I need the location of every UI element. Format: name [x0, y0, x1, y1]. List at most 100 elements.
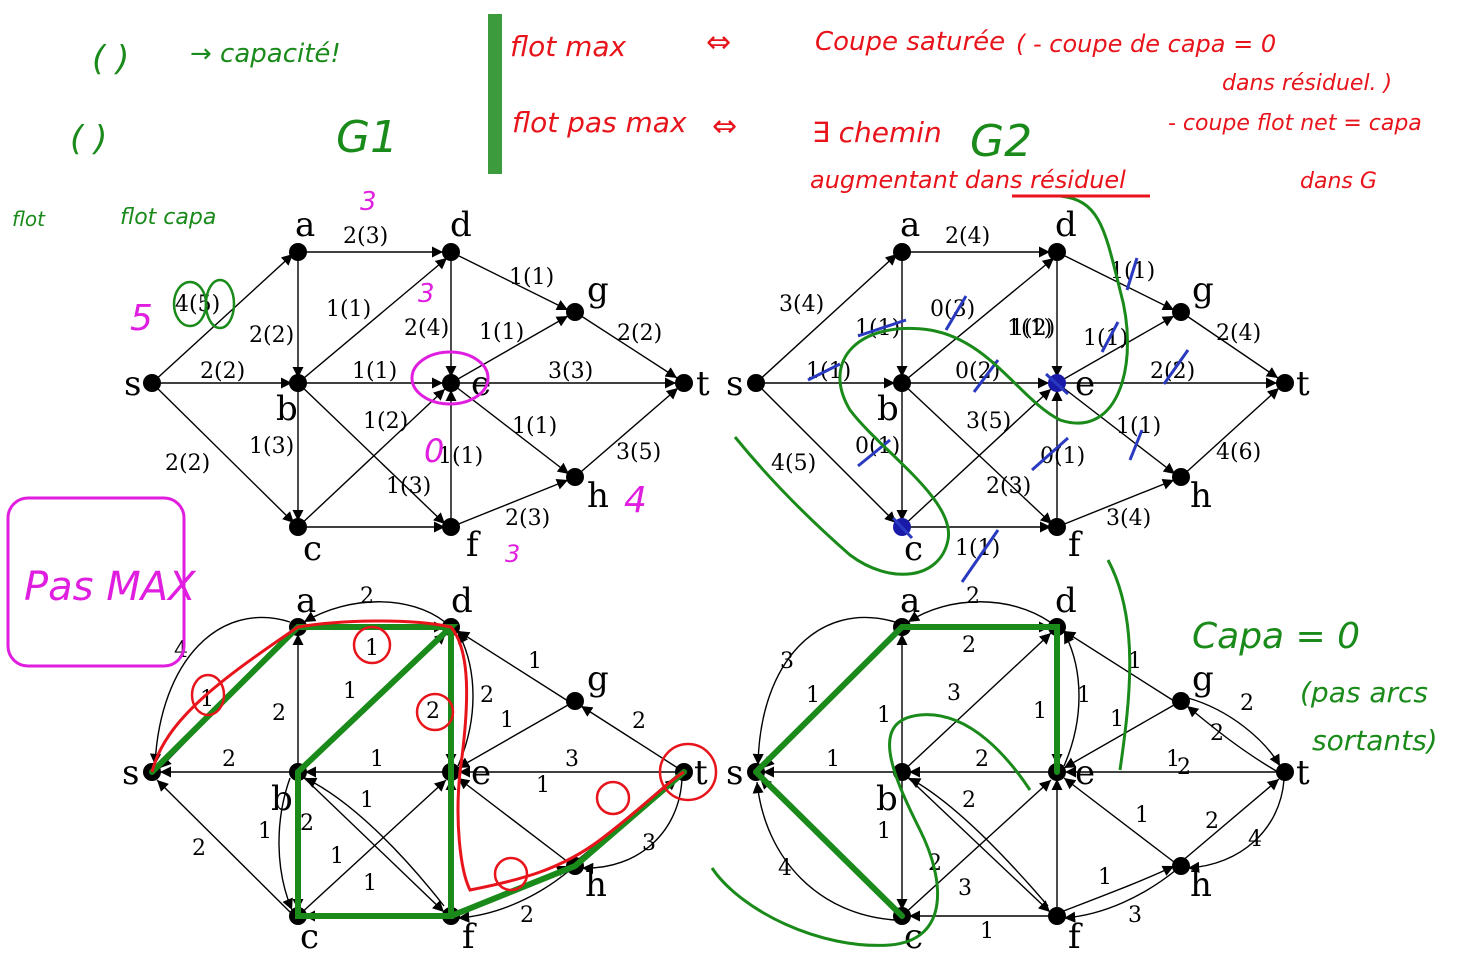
mag-3-a: 3: [360, 187, 377, 217]
flot-max-text: flot max: [510, 30, 627, 63]
edge-label: 1(3): [386, 474, 431, 499]
exists-chemin-text: ∃ chemin: [812, 116, 942, 149]
edge-label: 1(3): [249, 434, 294, 459]
node-d: [442, 243, 460, 261]
line2-right-text: - coupe flot net = capa: [1168, 111, 1422, 136]
mag-4: 4: [624, 480, 647, 521]
node-s: [143, 374, 161, 392]
node-label-b: b: [876, 779, 898, 819]
node-label-t: t: [696, 364, 710, 404]
edge-label: 4: [1248, 827, 1262, 852]
node-label-s: s: [124, 364, 141, 404]
edge-label: 2: [192, 836, 206, 861]
legend-flot: flot: [12, 207, 46, 231]
node-label-f: f: [462, 917, 477, 955]
node-g: [566, 692, 584, 710]
node-label-t: t: [1296, 753, 1310, 793]
edge-label: 2(2): [200, 359, 245, 384]
edge-label: 1: [1033, 699, 1047, 724]
edge-label: 1: [826, 747, 840, 772]
flot-pas-max-text: flot pas max: [512, 106, 687, 139]
edge-label: 2: [1210, 721, 1224, 746]
edge-label: 3: [947, 681, 961, 706]
edge-label: 3(5): [616, 440, 661, 465]
pas-arcs-text: (pas arcs: [1300, 676, 1428, 709]
edge-label: 4(5): [175, 292, 220, 317]
node-label-d: d: [450, 205, 472, 245]
node-label-c: c: [303, 529, 322, 569]
edge-label: 1: [1098, 865, 1112, 890]
node-f: [1048, 518, 1066, 536]
graph-g1: s a b c d e f g h t 2(3) 4(5) 2(2) 2(2) …: [124, 205, 710, 569]
edge-label: 2: [480, 683, 494, 708]
coupe-saturee-text: Coupe saturée: [815, 27, 1005, 57]
edge-label: 2: [360, 584, 374, 609]
edge-label: 2(2): [249, 323, 294, 348]
edge-label: 2(2): [165, 451, 210, 476]
pas-max-text: Pas MAX: [24, 564, 197, 610]
node-label-a: a: [295, 205, 315, 245]
node-label-b: b: [271, 779, 293, 819]
equiv-1: ⇔: [706, 25, 731, 60]
edge-label: 3(5): [966, 409, 1011, 434]
node-d: [1048, 243, 1066, 261]
legend-paren-2: ( ): [70, 119, 107, 159]
node-label-g: g: [587, 270, 609, 310]
node-label-b: b: [276, 389, 298, 429]
node-f: [1048, 907, 1066, 925]
edge-label: 3: [565, 747, 579, 772]
cut-curve-r2: [710, 713, 1032, 947]
node-label-c: c: [300, 917, 319, 955]
edge-label: 2: [426, 699, 440, 724]
magenta-circle-e: [410, 350, 490, 406]
line1-right-text: ( - coupe de capa = 0: [1016, 30, 1276, 58]
mag-5: 5: [130, 298, 153, 339]
legend-paren-1: ( ): [92, 39, 129, 79]
node-label-a: a: [296, 581, 316, 621]
edge-label: 2: [632, 709, 646, 734]
edge-label: 2: [1240, 691, 1254, 716]
edge-label: 1: [1135, 803, 1149, 828]
node-label-g: g: [1192, 659, 1214, 699]
legend-capacity: → capacité!: [190, 39, 341, 69]
edge-label: 1(1): [479, 320, 524, 345]
edge-label: 2: [272, 701, 286, 726]
mag-0: 0: [424, 432, 444, 470]
residual-graph-2: s a b c d e f g h t 2 2 3 1 3 1 1 1 1 2 …: [710, 559, 1310, 955]
edge-label: 1(1): [1007, 316, 1052, 341]
edge-label: 2(3): [505, 506, 550, 531]
node-b: [289, 374, 307, 392]
edge-label: 1(1): [326, 297, 371, 322]
node-label-h: h: [1190, 476, 1212, 516]
node-a: [289, 243, 307, 261]
edge-label: 1: [1077, 683, 1091, 708]
line2-right2-text: dans G: [1300, 169, 1377, 194]
node-label-e: e: [1075, 753, 1095, 793]
node-c: [289, 518, 307, 536]
node-b: [893, 374, 911, 392]
annotations: ( ) → capacité! ( ) flot flot capa G1 G2…: [6, 14, 1438, 757]
edge-label: 1(2): [363, 409, 408, 434]
node-a: [893, 243, 911, 261]
edge-label: 2: [962, 788, 976, 813]
node-label-t: t: [1296, 364, 1310, 404]
edge-label: 1: [980, 919, 994, 944]
edge-label: 1: [877, 819, 891, 844]
blue-crossouts: [807, 257, 1190, 583]
edge-label: 1(1): [438, 444, 483, 469]
edge-label: 4(5): [771, 451, 816, 476]
line1-right2-text: dans résiduel. ): [1222, 71, 1392, 96]
edge-label: 1: [528, 649, 542, 674]
node-label-h: h: [1190, 865, 1212, 905]
node-label-g: g: [1192, 270, 1214, 310]
edge-label: 1: [258, 819, 272, 844]
edge-label: 1(1): [512, 414, 557, 439]
augmentant-text: augmentant dans résiduel: [810, 166, 1126, 194]
node-t: [1276, 763, 1294, 781]
mag-3-f: 3: [505, 540, 520, 568]
edge-label: 1: [1110, 707, 1124, 732]
edge-label: 2(4): [945, 224, 990, 249]
edge-label: 4: [174, 638, 188, 663]
